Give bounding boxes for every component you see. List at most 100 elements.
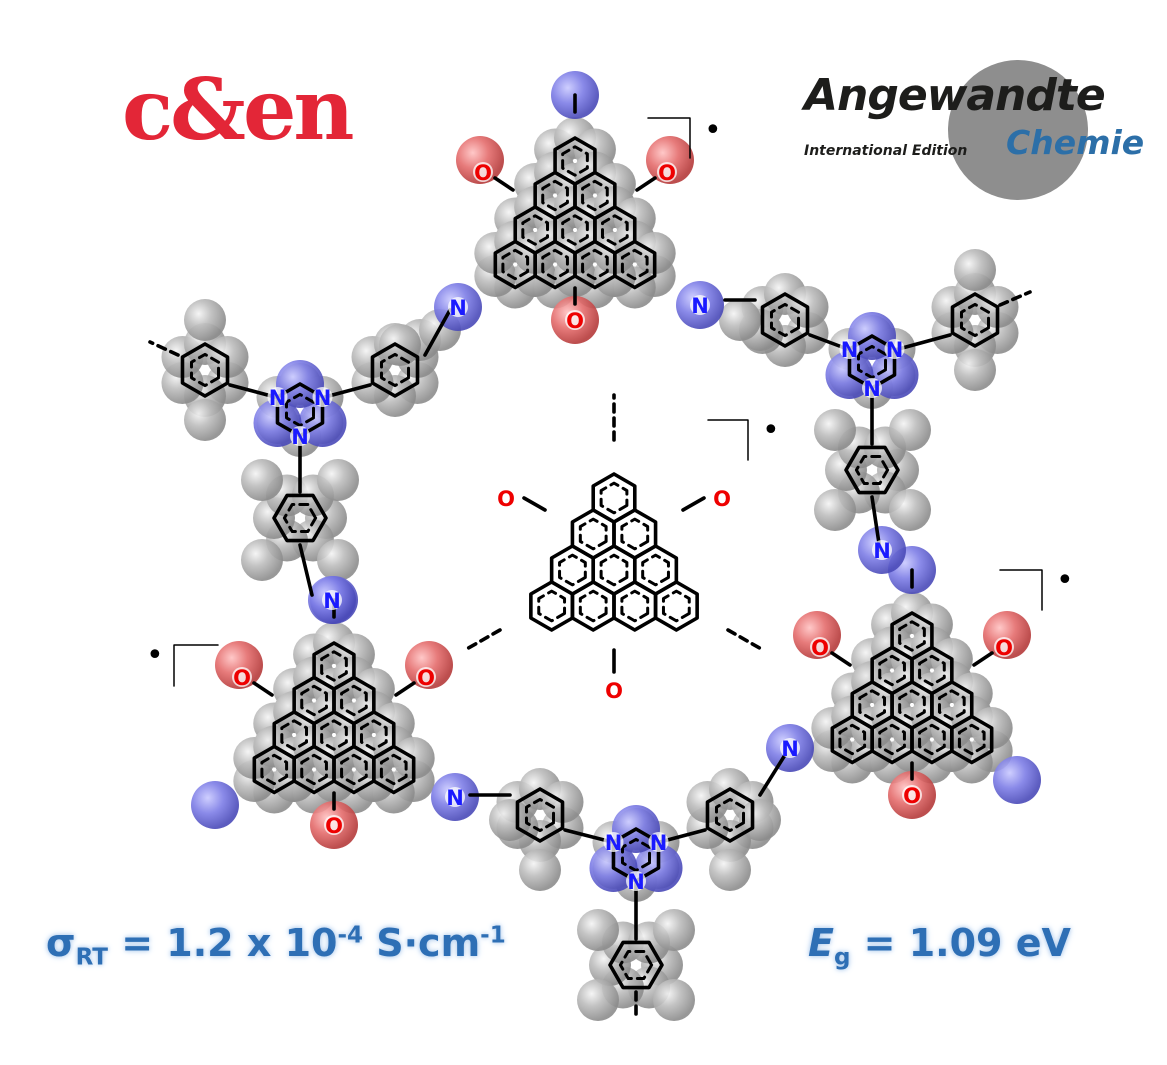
atom-label-backdrop [810, 637, 830, 657]
radical-dot: • [146, 638, 164, 673]
nitrogen-atom-label: N [691, 294, 709, 318]
aromatic-ring [524, 797, 556, 833]
aromatic-ring [189, 352, 221, 388]
oxygen-atom-label: O [995, 636, 1013, 660]
conductivity-exponent: -4 [337, 922, 364, 949]
bond [493, 176, 515, 192]
aromatic-ring [599, 553, 629, 587]
atom-label-backdrop [648, 832, 669, 852]
oxygen-atom-label: O [811, 636, 829, 660]
aromatic-ring [578, 517, 608, 551]
radical-dot: • [704, 113, 722, 148]
ring-bonds [272, 493, 328, 543]
angewandte-logo-chemie: Chemie [1006, 123, 1145, 162]
ring-bonds [613, 239, 657, 290]
bond-skeleton [148, 93, 1043, 1017]
nitrogen-atom-label: N [291, 425, 309, 449]
angewandte-logo-circle [948, 60, 1088, 200]
bond [252, 681, 274, 697]
radical-bracket-icon [999, 569, 1043, 611]
atom-label-backdrop [416, 667, 436, 687]
aromatic-ring [379, 753, 408, 786]
aromatic-ring [878, 654, 906, 687]
aromatic-bond [998, 290, 1032, 307]
ring-bonds [705, 787, 755, 843]
aromatic-ring [898, 620, 926, 652]
carbon-sphere [954, 349, 996, 391]
oxygen-atom-label: O [605, 679, 623, 703]
aromatic-ring [300, 684, 328, 717]
atom-label-backdrop [565, 310, 585, 330]
ring-bonds [370, 342, 420, 398]
aromatic-ring [769, 302, 801, 338]
nitrogen-atom-label: N [449, 296, 467, 320]
atom-label-backdrop [267, 387, 288, 407]
aromatic-bond [463, 628, 502, 652]
aromatic-ring [581, 179, 609, 212]
aromatic-ring [854, 454, 890, 486]
bond [972, 651, 994, 667]
radical-bracket-icon [647, 117, 691, 159]
carbon-sphere [739, 799, 781, 841]
carbon-sphere [577, 979, 619, 1021]
atom-label-backdrop [780, 738, 800, 758]
oxygen-atom-label: O [233, 666, 251, 690]
aromatic-ring [858, 689, 887, 721]
atom-label-backdrop [312, 387, 333, 407]
aromatic-ring [620, 589, 650, 623]
nitrogen-atom-label: N [446, 786, 464, 810]
atom-label-backdrop [290, 426, 310, 446]
ring-bonds [570, 580, 616, 632]
carbon-sphere [577, 909, 619, 951]
nitrogen-atom-label: N [863, 377, 881, 401]
nitrogen-sphere [993, 756, 1041, 804]
aromatic-ring [620, 517, 650, 551]
nitrogen-atom-label: N [323, 589, 341, 613]
aromatic-ring [918, 723, 946, 756]
aromatic-ring [541, 179, 569, 212]
aromatic-ring [600, 214, 629, 246]
aromatic-ring [578, 589, 608, 623]
cen-logo: c&en [122, 60, 354, 159]
atom-label-backdrop [872, 540, 892, 560]
carbon-sphere [184, 399, 226, 441]
carbon-sphere [317, 539, 359, 581]
bond [394, 681, 416, 697]
nitrogen-atom-label: N [627, 870, 645, 894]
nitrogen-atom-label: N [873, 539, 891, 563]
atom-label-backdrop [445, 787, 465, 807]
carbon-sphere [241, 539, 283, 581]
atom-label-backdrop [448, 297, 468, 317]
aromatic-ring [280, 719, 309, 751]
atom-label-backdrop [839, 339, 860, 359]
bond [228, 383, 277, 399]
ring-bonds [760, 292, 810, 348]
nitrogen-atom-label: N [650, 831, 668, 855]
oxygen-atom-label: O [497, 487, 515, 511]
aromatic-ring [541, 248, 569, 281]
carbon-sphere [719, 299, 761, 341]
bond [635, 176, 657, 192]
aromatic-ring [537, 589, 567, 623]
aromatic-ring [959, 302, 991, 338]
ring-bonds [612, 580, 658, 632]
aromatic-ring [661, 589, 691, 623]
carbon-sphere [889, 489, 931, 531]
atom-label-backdrop [603, 832, 624, 852]
bond [298, 543, 314, 597]
aromatic-ring [898, 689, 926, 721]
oxygen-atom-label: O [658, 161, 676, 185]
aromatic-ring [379, 352, 411, 388]
atom-label-backdrop [690, 295, 710, 315]
ring-bonds [180, 342, 230, 398]
nitrogen-atom-label: N [269, 386, 287, 410]
conductivity-subscript: RT [75, 944, 108, 971]
carbon-sphere [814, 489, 856, 531]
nitrogen-atom-label: N [841, 338, 859, 362]
atom-label-backdrop [604, 680, 624, 700]
atom-label-backdrop [473, 162, 493, 182]
angewandte-logo-edition: International Edition [804, 143, 968, 159]
atom-label-backdrop [322, 590, 342, 610]
